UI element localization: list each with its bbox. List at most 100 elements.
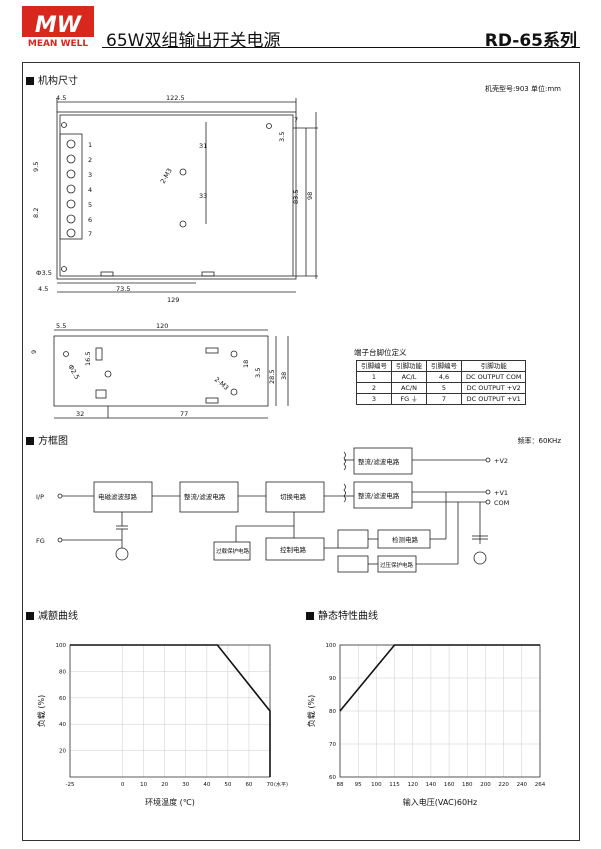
table-cell: DC OUTPUT COM bbox=[460, 371, 527, 383]
x-axis-label: 输入电压(VAC)60Hz bbox=[403, 797, 478, 807]
table-cell: AC/L bbox=[391, 371, 427, 383]
table-cell: 5 bbox=[426, 382, 462, 394]
x-tick-label: 220 bbox=[498, 782, 509, 788]
brand-text: MW bbox=[35, 13, 83, 38]
box-detect: 检测电路 bbox=[392, 535, 419, 544]
x-tick-label: 180 bbox=[462, 782, 473, 788]
table-cell: 1 bbox=[356, 371, 392, 383]
dim-28-5: 28.5 bbox=[268, 370, 276, 384]
mech-side-view: 5.5 120 9 16.5 Ф2.5 18 2-M3 3.5 28.5 38 … bbox=[30, 322, 289, 419]
x-tick-label: 100 bbox=[371, 782, 382, 788]
dim-phi-2-5: Ф2.5 bbox=[66, 363, 81, 381]
pin-table-header: 引脚功能 bbox=[460, 360, 527, 372]
pin-label-1: 1 bbox=[88, 141, 92, 149]
dim-3-5: 3.5 bbox=[278, 132, 286, 142]
y-tick-label: 90 bbox=[329, 676, 336, 682]
dim-3-5-side: 3.5 bbox=[254, 368, 262, 378]
box-rect1: 整流/滤波电路 bbox=[184, 492, 226, 501]
pin-label-5: 5 bbox=[88, 201, 92, 209]
header-rule bbox=[102, 47, 580, 48]
x-tick-label: -25 bbox=[66, 782, 75, 788]
y-tick-label: 100 bbox=[56, 643, 67, 649]
dim-32: 32 bbox=[76, 410, 84, 418]
dim-2-m3-side: 2-M3 bbox=[213, 375, 231, 392]
table-cell: DC OUTPUT +V2 bbox=[460, 382, 527, 394]
x-tick-label: 20 bbox=[161, 782, 168, 788]
page-title: 65W双组输出开关电源 bbox=[106, 31, 281, 51]
pin-label-3: 3 bbox=[88, 171, 92, 179]
section-derating: 减额曲线 bbox=[26, 607, 78, 622]
pin-label-7: 7 bbox=[88, 230, 92, 238]
box-control: 控制电路 bbox=[280, 545, 307, 554]
x-tick-label: 95 bbox=[355, 782, 362, 788]
dim-7: 7 bbox=[294, 116, 298, 124]
dim-9: 9 bbox=[30, 350, 38, 354]
x-tick-label: 50 bbox=[224, 782, 231, 788]
table-cell: 7 bbox=[426, 393, 462, 405]
dim-77: 77 bbox=[180, 410, 188, 418]
y-tick-label: 80 bbox=[59, 669, 66, 675]
dim-18: 18 bbox=[242, 360, 250, 368]
section-derating-label: 减额曲线 bbox=[38, 611, 78, 622]
dim-2-m3: 2-M3 bbox=[159, 167, 174, 185]
y-tick-label: 60 bbox=[329, 775, 336, 781]
series-line bbox=[70, 644, 271, 777]
section-static: 静态特性曲线 bbox=[306, 607, 378, 622]
box-emi: 电磁滤波部路 bbox=[98, 492, 138, 501]
x-tick-label: 240 bbox=[517, 782, 528, 788]
mean-well-logo: MW MEAN WELL bbox=[22, 6, 94, 49]
block-freq: 频率：60KHz bbox=[517, 437, 561, 445]
x-tick-label: 30 bbox=[182, 782, 189, 788]
box-olp: 过载保护电路 bbox=[216, 547, 250, 555]
y-tick-label: 70 bbox=[329, 742, 336, 748]
dim-38: 38 bbox=[280, 372, 288, 380]
dim-31: 31 bbox=[199, 142, 207, 150]
table-cell: DC OUTPUT +V1 bbox=[460, 393, 527, 405]
box-ovp: 过压保护电路 bbox=[380, 561, 414, 569]
x-tick-label: 70 bbox=[267, 782, 274, 788]
plot-frame bbox=[69, 644, 271, 778]
dim-phi-3-5: Ф3.5 bbox=[36, 269, 52, 277]
x-tick-label: 160 bbox=[444, 782, 455, 788]
label-v1: +V1 bbox=[494, 489, 508, 497]
label-ip: I/P bbox=[36, 493, 44, 501]
block-diagram: I/P FG 电磁滤波部路 整流/滤波电路 切换电路 整流/滤波电路 整流/滤波… bbox=[36, 447, 509, 573]
dim-73-5: 73.5 bbox=[116, 285, 130, 293]
table-row: 1 AC/L 4,6 DC OUTPUT COM bbox=[356, 371, 527, 383]
section-static-label: 静态特性曲线 bbox=[318, 611, 378, 622]
dim-83-5: 83.5 bbox=[292, 190, 300, 204]
label-v2: +V2 bbox=[494, 457, 508, 465]
dim-5-5: 5.5 bbox=[56, 322, 66, 330]
x-tick-label: 115 bbox=[389, 782, 400, 788]
y-tick-label: 60 bbox=[59, 696, 66, 702]
table-row: 2 AC/N 5 DC OUTPUT +V2 bbox=[356, 382, 527, 394]
pin-table-header: 引脚编号 bbox=[356, 360, 392, 372]
x-tick-label: 10 bbox=[140, 782, 147, 788]
y-axis-label: 负载 (%) bbox=[306, 695, 316, 727]
x-tick-label: 140 bbox=[426, 782, 437, 788]
dim-33: 33 bbox=[199, 192, 207, 200]
dim-8-2: 8.2 bbox=[32, 208, 40, 218]
brand-sub-text: MEAN WELL bbox=[28, 39, 89, 48]
x-tick-label: 264 bbox=[535, 782, 546, 788]
pin-label-6: 6 bbox=[88, 216, 92, 224]
table-cell: 3 bbox=[356, 393, 392, 405]
label-com: COM bbox=[494, 499, 509, 507]
pin-table-header: 引脚功能 bbox=[391, 360, 427, 372]
x-tick-label: 0 bbox=[121, 782, 125, 788]
x-tick-label: 40 bbox=[203, 782, 210, 788]
series-line bbox=[339, 644, 540, 712]
dim-4-5-top: 4.5 bbox=[56, 94, 66, 102]
label-fg: FG bbox=[36, 537, 45, 545]
y-tick-label: 80 bbox=[329, 709, 336, 715]
table-cell: AC/N bbox=[391, 382, 427, 394]
section-block: 方框图 bbox=[26, 432, 68, 447]
y-axis-label: 负载 (%) bbox=[36, 695, 46, 727]
dim-16-5: 16.5 bbox=[84, 352, 92, 366]
box-rect2: 整流/滤波电路 bbox=[358, 457, 400, 466]
page-frame bbox=[22, 62, 580, 841]
dim-129: 129 bbox=[167, 296, 179, 304]
dim-122-5: 122.5 bbox=[166, 94, 185, 102]
